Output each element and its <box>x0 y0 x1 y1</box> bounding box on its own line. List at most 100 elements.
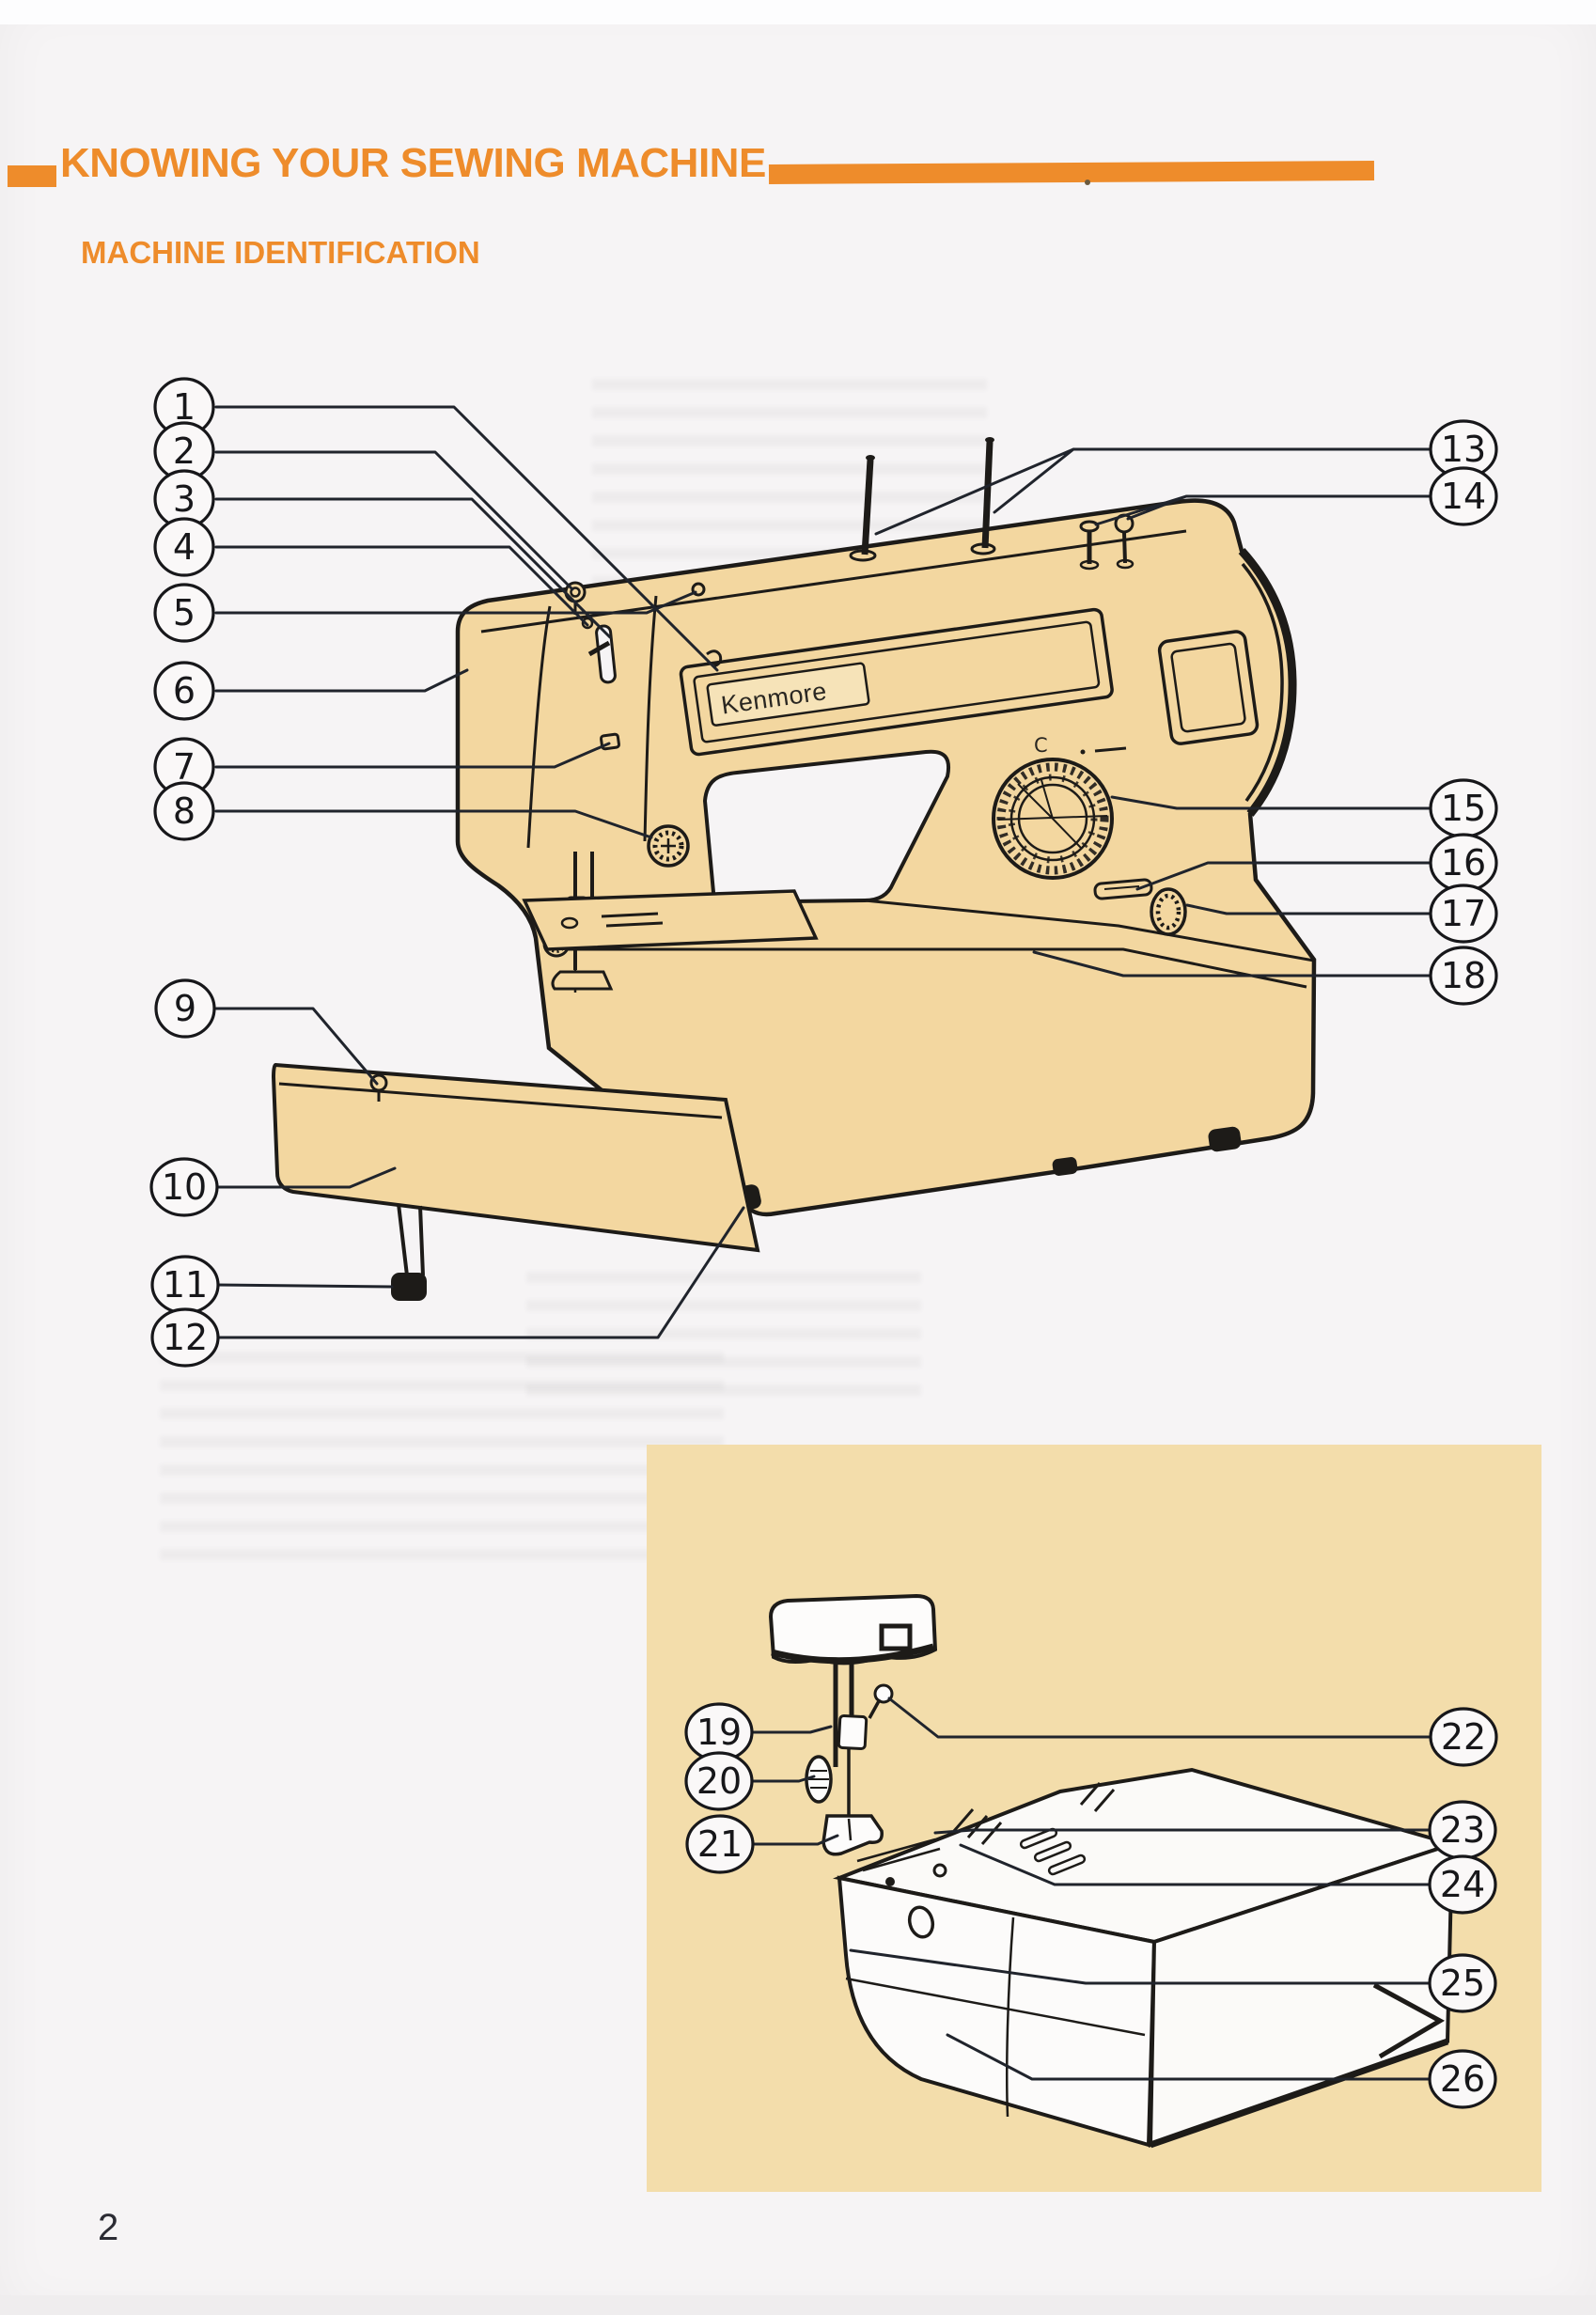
arm-top-bevel <box>480 529 1187 633</box>
callout-15-number: 15 <box>1441 788 1486 829</box>
face-plate-screw <box>691 582 706 597</box>
callout-26-number: 26 <box>1440 2058 1485 2100</box>
callout-12-number: 12 <box>163 1317 208 1358</box>
callout-6-number: 6 <box>173 670 196 712</box>
spool-pin <box>861 459 874 555</box>
callout-4-number: 4 <box>173 526 196 568</box>
callout-9: 9 <box>154 978 216 1039</box>
dial-index-dot <box>1080 749 1086 755</box>
pillar-panel-outer <box>1157 630 1260 745</box>
callout-9-number: 9 <box>174 988 196 1029</box>
callout-3-number: 3 <box>173 478 196 520</box>
callout-24-circle <box>1428 1854 1497 1915</box>
header-accent-dash <box>8 165 56 187</box>
bobbin-cover-seam <box>845 1977 1146 2037</box>
page-title: KNOWING YOUR SEWING MACHINE <box>60 140 766 186</box>
dial-pointer-lines <box>997 779 1108 849</box>
face-thread-guide <box>600 732 620 751</box>
callout-24: 24 <box>1428 1854 1497 1915</box>
callout-8-circle <box>153 781 215 841</box>
callout-6-circle <box>153 661 215 721</box>
machine-foot <box>1052 1157 1078 1176</box>
callout-22: 22 <box>1429 1707 1498 1767</box>
presser-foot-screw-knurl <box>808 1770 829 1789</box>
needle-plate-screw <box>885 1877 895 1886</box>
callout-5-number: 5 <box>173 592 196 633</box>
callout-7-number: 7 <box>173 746 196 788</box>
balance-wheel <box>1238 547 1297 817</box>
callout-1-number: 1 <box>173 386 196 428</box>
needle-plate-hole <box>560 916 579 930</box>
sewing-light-icon <box>879 1623 913 1651</box>
free-arm-end-edge <box>1372 1982 1446 2059</box>
needle-clamp <box>837 1713 868 1751</box>
thread-take-up-lever <box>587 640 611 657</box>
feed-dog-teeth <box>952 1782 1116 1845</box>
stitch-length-lever <box>1093 878 1153 900</box>
callout-23: 23 <box>1428 1800 1497 1860</box>
thread-guide-hole <box>581 617 594 630</box>
dial-symbols <box>1008 774 1098 864</box>
needle-plate-slots <box>601 912 664 928</box>
spool-pins <box>849 437 996 562</box>
callout-18-number: 18 <box>1441 955 1486 996</box>
callout-15: 15 <box>1429 778 1498 838</box>
callout-4: 4 <box>153 517 215 577</box>
callout-5: 5 <box>153 583 215 643</box>
callout-layer: 1234567891011121314151617181920212223242… <box>149 377 1498 2109</box>
callout-10: 10 <box>149 1157 219 1217</box>
pillar-panel <box>1157 630 1260 745</box>
scan-edge-top <box>0 0 1596 24</box>
feed-dog-slot <box>1033 1840 1072 1863</box>
callout-11: 11 <box>150 1255 220 1315</box>
needle-clamp-screw-stem <box>868 1698 882 1719</box>
callout-22-circle <box>1429 1707 1498 1767</box>
callout-22-number: 22 <box>1441 1716 1486 1758</box>
take-up-lever-slot <box>595 624 617 684</box>
callout-11-number: 11 <box>163 1264 208 1306</box>
scan-edge-bottom <box>0 2295 1596 2315</box>
callout-26-circle <box>1428 2049 1497 2109</box>
dial-letter-mark: C <box>1034 734 1048 757</box>
balance-wheel-groove <box>1241 562 1284 803</box>
table-latch-knob <box>369 1073 388 1092</box>
callout-10-number: 10 <box>162 1166 207 1208</box>
callout-7: 7 <box>153 737 215 797</box>
tension-dial-cross <box>661 838 676 853</box>
callout-5-circle <box>153 583 215 643</box>
callout-20-number: 20 <box>696 1760 742 1802</box>
feed-dog-slot <box>1019 1827 1058 1850</box>
stitch-length-lever-slot <box>1103 885 1140 890</box>
callout-8: 8 <box>153 781 215 841</box>
needle-plate-guide-lines <box>856 1838 941 1872</box>
needle-clamp-screw <box>873 1683 894 1704</box>
callout-26: 26 <box>1428 2049 1497 2109</box>
callout-6: 6 <box>153 661 215 721</box>
callout-14-number: 14 <box>1441 476 1486 517</box>
callout-25-number: 25 <box>1440 1963 1485 2004</box>
callout-25-circle <box>1428 1953 1497 2013</box>
table-leg-foot <box>391 1273 427 1301</box>
callout-18-circle <box>1429 946 1498 1006</box>
stopper-stem <box>1122 531 1127 564</box>
callout-17-number: 17 <box>1441 893 1486 934</box>
leader-lines <box>214 405 1434 2081</box>
callout-17: 17 <box>1429 884 1498 944</box>
presser-foot <box>821 1814 884 1856</box>
scan-speck <box>1085 180 1090 185</box>
tension-dial-knurl <box>652 830 684 862</box>
callout-3: 3 <box>153 469 215 529</box>
extension-table <box>271 1062 760 1301</box>
dial-index-dash <box>1094 746 1127 753</box>
machine-foot <box>1208 1126 1242 1152</box>
winder-disc <box>1079 520 1100 533</box>
arm-thread-guide <box>706 649 723 668</box>
free-arm-hole <box>907 1905 935 1939</box>
callout-18: 18 <box>1429 946 1498 1006</box>
callout-20-circle <box>684 1751 754 1811</box>
callout-23-number: 23 <box>1440 1809 1485 1851</box>
feed-control-knob-knurl <box>1155 893 1181 931</box>
callout-21-circle <box>685 1814 755 1874</box>
callout-2-number: 2 <box>173 430 196 472</box>
needle-plate-screw <box>932 1863 947 1878</box>
